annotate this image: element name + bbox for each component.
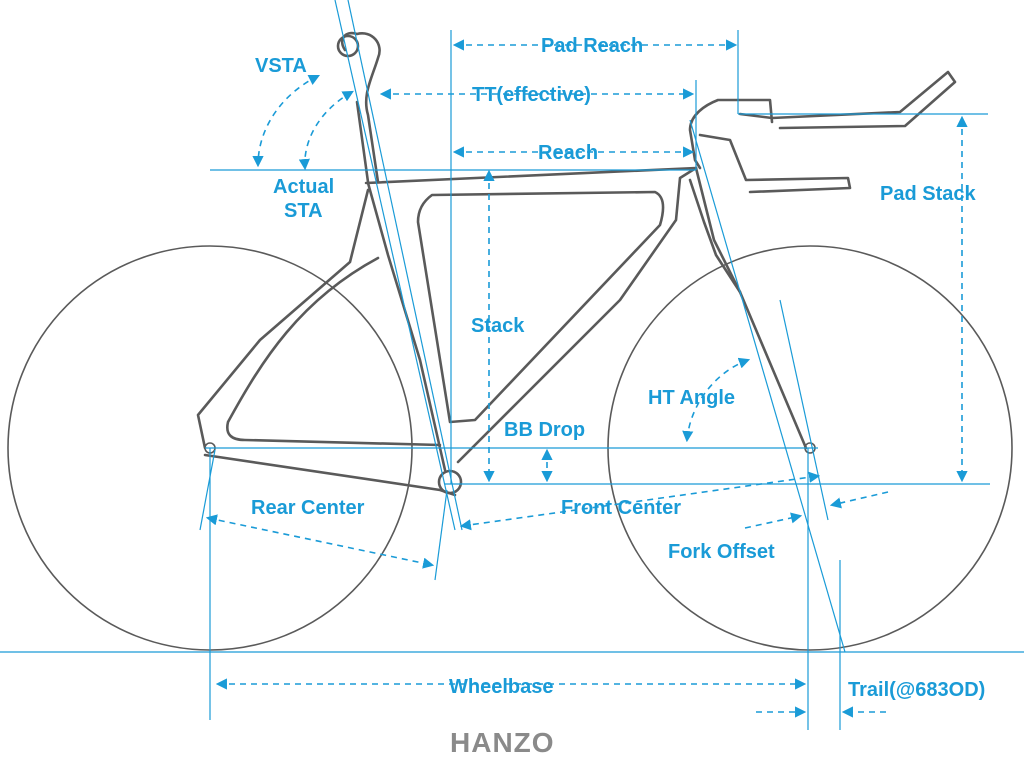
label-actual-sta-line2: STA: [284, 200, 323, 222]
label-wheelbase: Wheelbase: [449, 676, 553, 698]
label-trail: Trail(@683OD): [848, 679, 985, 701]
rear-triangle-inner: [226, 256, 442, 447]
dimension-arrows: [205, 39, 968, 718]
label-pad-stack: Pad Stack: [880, 183, 976, 205]
seat-tube: [366, 181, 447, 472]
stem: [688, 98, 774, 170]
seatpost-rear-edge: [355, 100, 370, 184]
base-bar: [698, 133, 852, 194]
rear-center-ref: [199, 449, 216, 531]
label-actual-sta-line1: Actual: [273, 176, 334, 198]
fork-offset-arrow-right: [829, 491, 889, 509]
label-vsta: VSTA: [255, 55, 307, 77]
label-tt-effective: TT(effective): [472, 84, 591, 106]
label-bb-drop: BB Drop: [504, 419, 585, 441]
brand-logo-text: HANZO: [450, 727, 555, 758]
head-tube-axis: [689, 119, 846, 653]
front-center-arrow: [459, 471, 821, 531]
actual-sta-line: [347, 0, 463, 531]
seat-stay: [196, 188, 370, 450]
chain-stay: [203, 453, 457, 497]
label-ht-angle: HT Angle: [648, 387, 735, 409]
fork-offset-line: [779, 299, 829, 521]
bike-frame: [196, 31, 957, 497]
fork-front: [694, 166, 808, 450]
front-triangle-window: [416, 190, 665, 424]
saddle-clamp: [336, 34, 360, 58]
ht-angle-arc: [682, 357, 751, 443]
label-stack: Stack: [471, 315, 525, 337]
fork-back: [688, 178, 742, 294]
label-pad-reach: Pad Reach: [541, 35, 643, 57]
label-fork-offset: Fork Offset: [668, 541, 775, 563]
rear-center-arrow: [205, 514, 435, 569]
vsta-line: [334, 0, 456, 531]
label-front-center: Front Center: [561, 497, 681, 519]
vsta-arc: [252, 74, 321, 168]
label-reach: Reach: [538, 142, 598, 164]
label-rear-center: Rear Center: [251, 497, 365, 519]
fork-offset-arrow-left: [744, 512, 803, 529]
rear-center-ref-bb: [434, 489, 448, 581]
actual-sta-arc: [298, 90, 354, 171]
down-tube: [456, 166, 698, 464]
aero-extension: [738, 70, 957, 130]
labels: VSTA Actual STA Pad Reach TT(effective) …: [251, 35, 985, 758]
guide-lines: [0, 0, 1024, 730]
